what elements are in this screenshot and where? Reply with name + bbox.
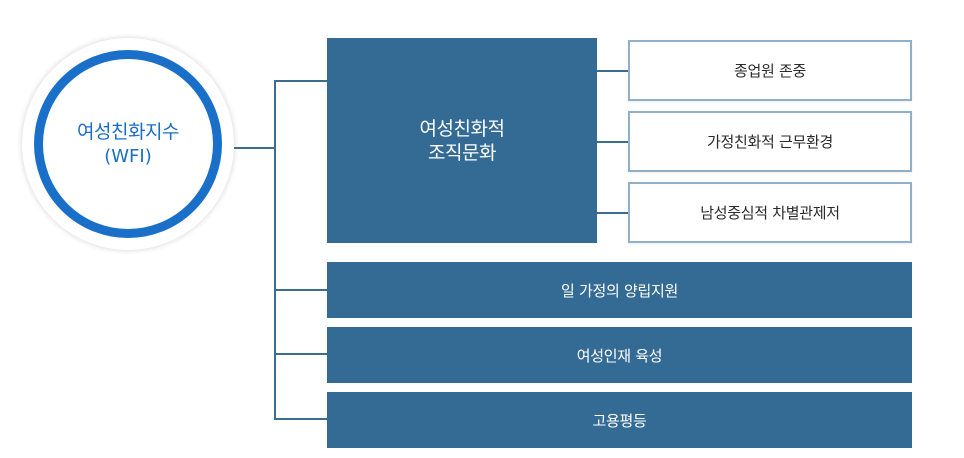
connector-sub-1 xyxy=(597,70,629,72)
main-box-line-2: 조직문화 xyxy=(428,141,496,164)
root-title: 여성친화지수 xyxy=(77,121,179,143)
bar-1: 일 가정의 양립지원 xyxy=(327,262,912,318)
connector-to-bar-2 xyxy=(274,353,328,355)
bar-2: 여성인재 육성 xyxy=(327,327,912,383)
connector-trunk-vertical xyxy=(274,81,276,420)
sub-item-1: 종업원 존중 xyxy=(628,40,912,101)
connector-to-bar-1 xyxy=(274,289,328,291)
main-box-line-1: 여성친화적 xyxy=(419,117,505,140)
main-box: 여성친화적 조직문화 xyxy=(327,38,597,243)
root-subtitle: (WFI) xyxy=(104,146,152,167)
connector-to-bar-3 xyxy=(274,418,328,420)
sub-item-3: 남성중심적 차별관제저 xyxy=(628,182,912,243)
bar-3: 고용평등 xyxy=(327,392,912,448)
connector-to-main-box xyxy=(274,80,328,82)
connector-root-horizontal xyxy=(234,147,275,149)
sub-item-2: 가정친화적 근무환경 xyxy=(628,111,912,172)
connector-sub-3 xyxy=(597,212,629,214)
connector-sub-2 xyxy=(597,141,629,143)
root-node: 여성친화지수 (WFI) xyxy=(34,50,222,238)
